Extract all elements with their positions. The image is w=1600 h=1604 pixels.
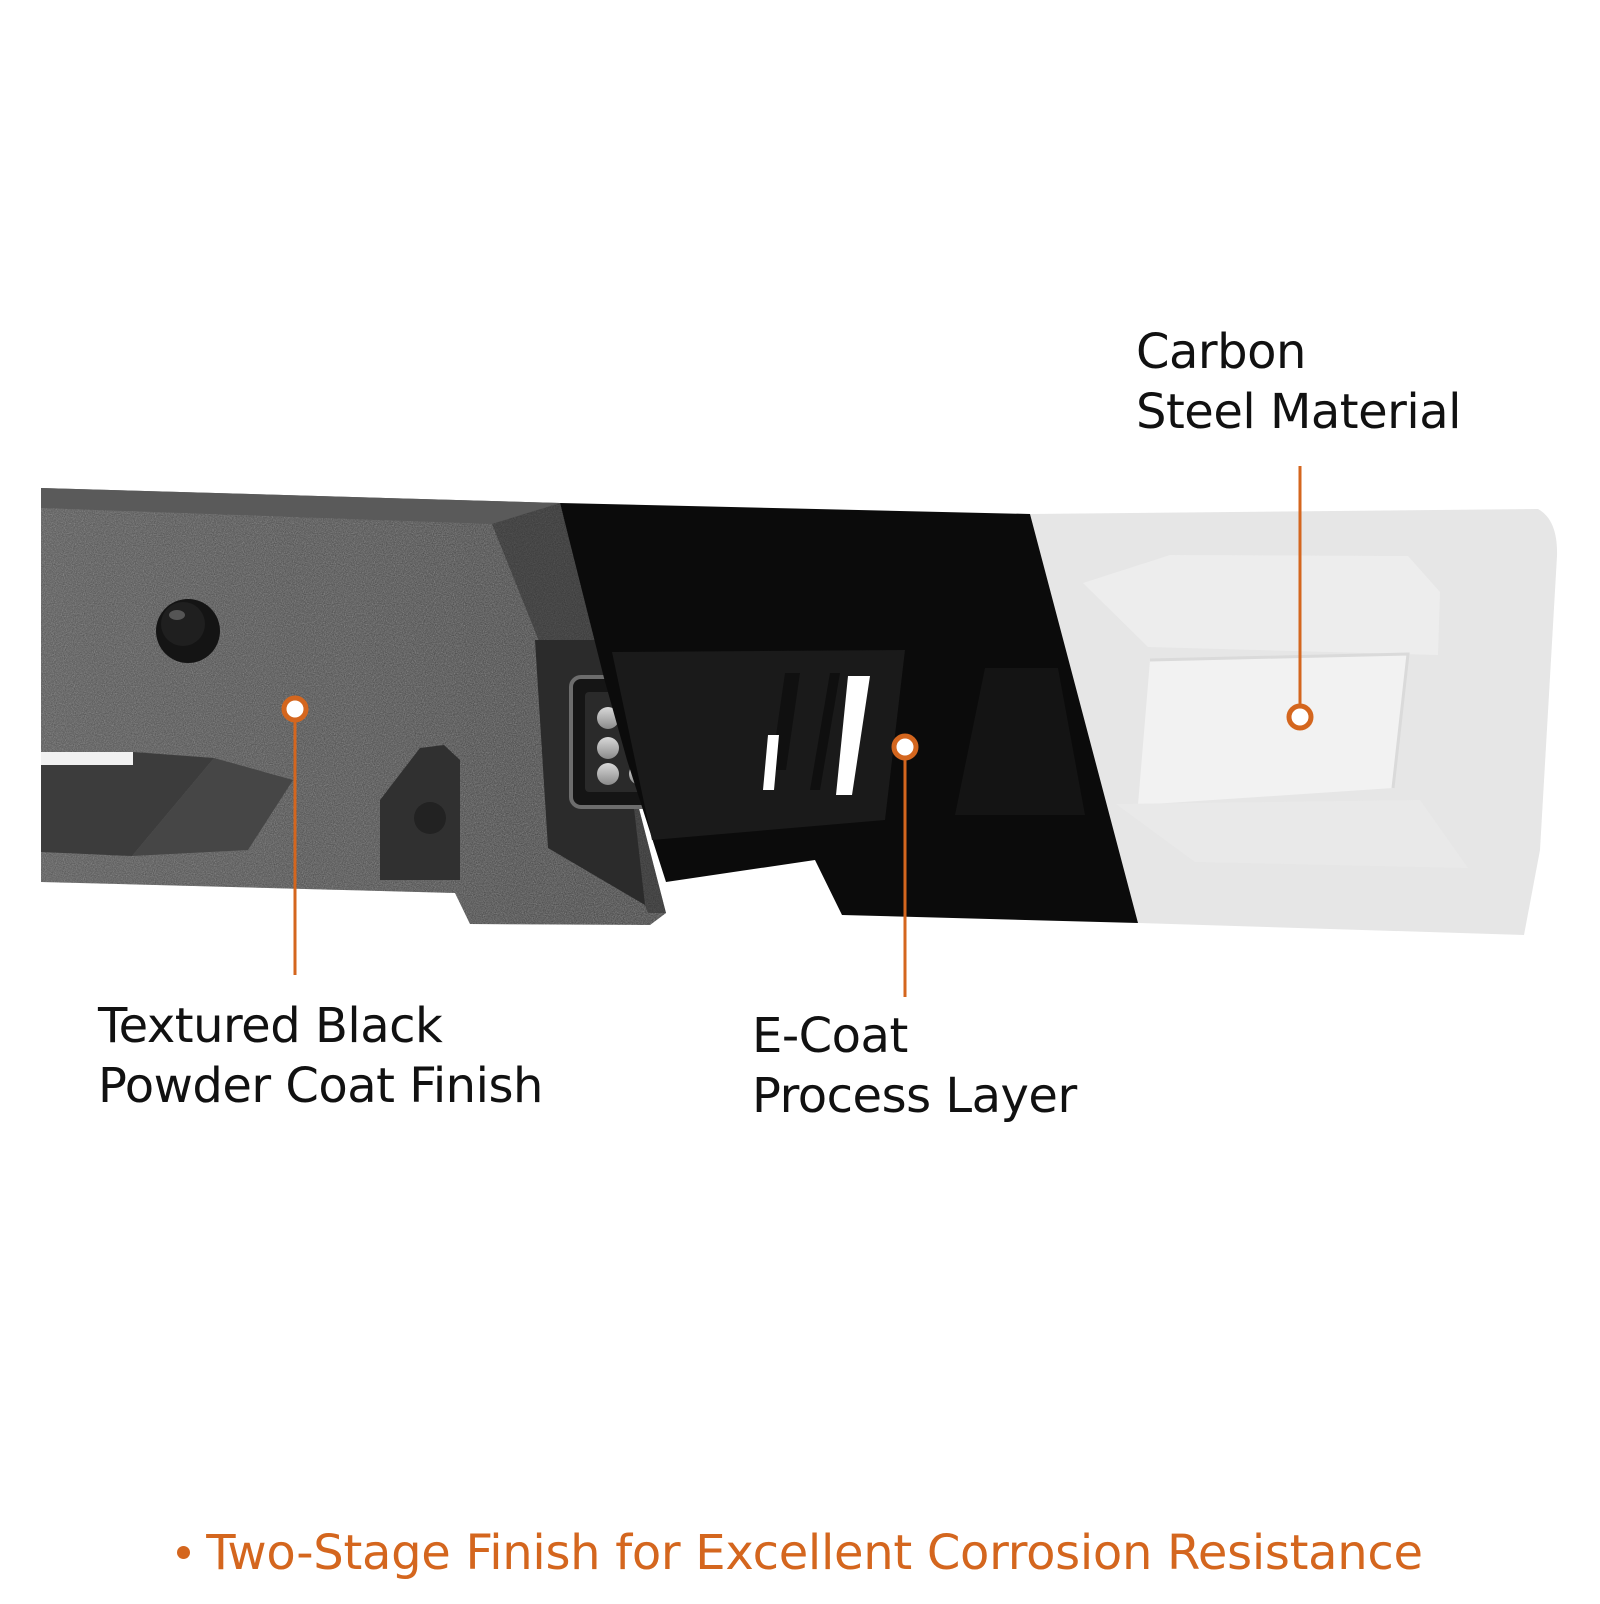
callout-pointers [281, 466, 1314, 997]
carbon-steel-label: Carbon Steel Material [1136, 322, 1461, 442]
bullet-icon [177, 1545, 191, 1559]
powder-coat-label-line1: Textured Black [98, 998, 443, 1054]
powder-coat-section [41, 488, 666, 925]
powder-coat-label-line2: Powder Coat Finish [98, 1058, 543, 1114]
ecoat-label: E-Coat Process Layer [752, 1006, 1077, 1126]
footer-text: Two-Stage Finish for Excellent Corrosion… [206, 1525, 1423, 1581]
ecoat-label-line2: Process Layer [752, 1068, 1077, 1124]
ecoat-marker-icon [891, 733, 919, 761]
ecoat-section [560, 503, 1138, 923]
carbon-steel-label-line2: Steel Material [1136, 384, 1461, 440]
carbon-steel-label-line1: Carbon [1136, 324, 1306, 380]
footer-tagline: Two-Stage Finish for Excellent Corrosion… [0, 1523, 1600, 1583]
carbon-steel-marker-icon [1286, 703, 1314, 731]
powder-coat-marker-icon [281, 695, 309, 723]
powder-coat-label: Textured Black Powder Coat Finish [98, 996, 543, 1116]
ecoat-label-line1: E-Coat [752, 1008, 908, 1064]
